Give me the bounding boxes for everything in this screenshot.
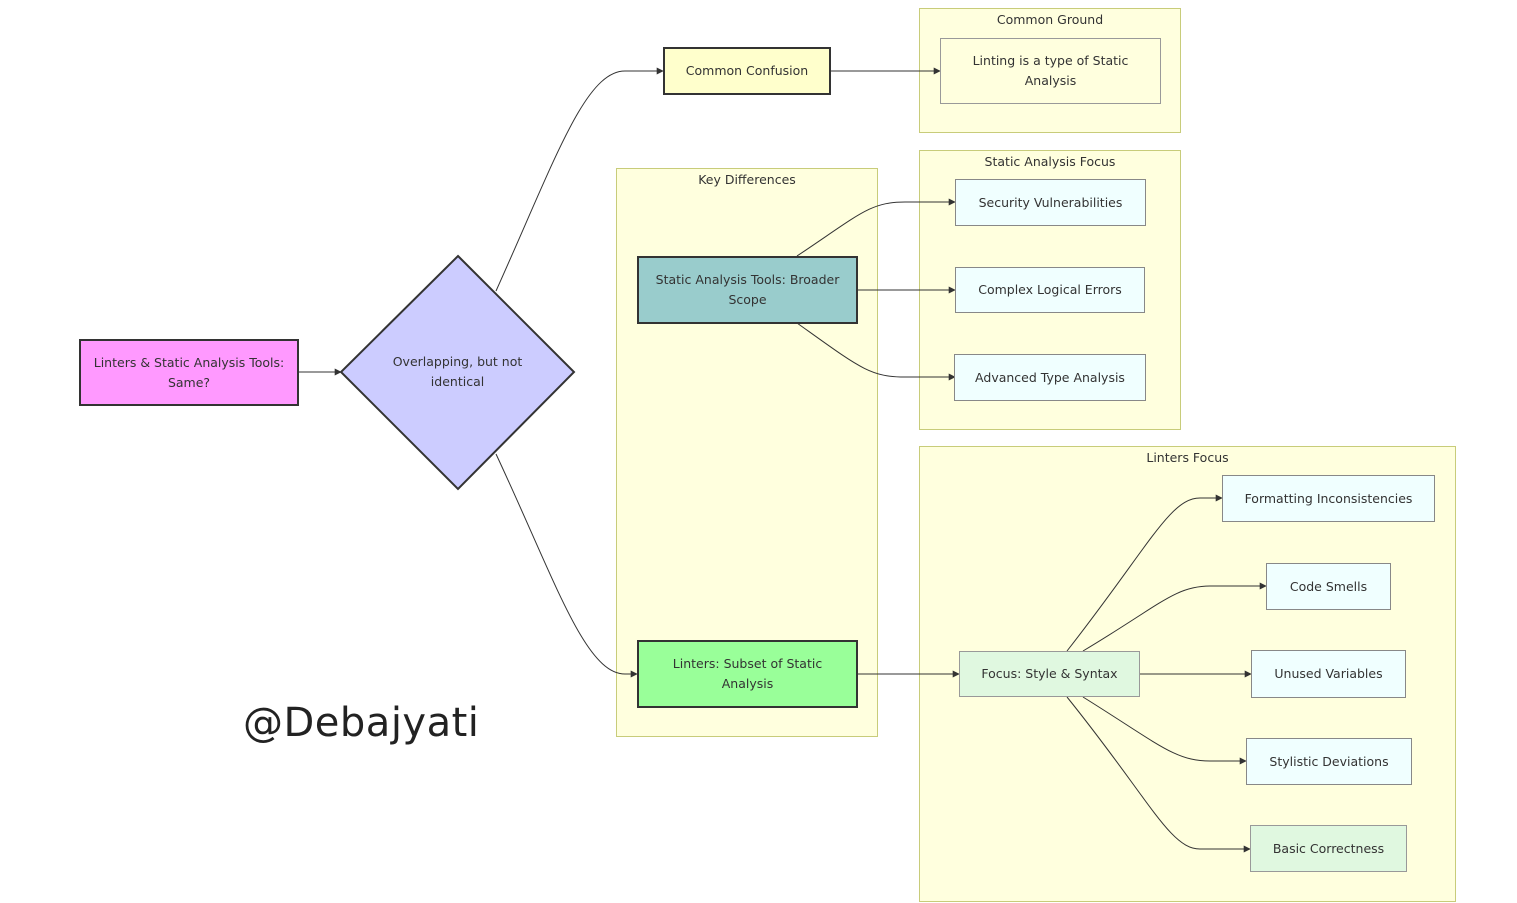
decision-node-label: Overlapping, but not identical <box>392 354 523 389</box>
cluster-title-linters-focus: Linters Focus <box>1146 450 1229 465</box>
start-node-label: Linters & Static Analysis Tools: Same? <box>93 354 285 390</box>
basic-correctness-node: Basic Correctness <box>1250 825 1407 872</box>
formatting-inconsistencies-label: Formatting Inconsistencies <box>1244 490 1413 506</box>
complex-logical-errors-label: Complex Logical Errors <box>978 282 1122 297</box>
complex-logical-errors-node: Complex Logical Errors <box>955 267 1145 313</box>
basic-correctness-label: Basic Correctness <box>1272 840 1385 856</box>
linting-type-label: Linting is a type of Static Analysis <box>972 53 1129 88</box>
linters-subset-node: Linters: Subset of Static Analysis <box>637 640 858 708</box>
stylistic-deviations-node: Stylistic Deviations <box>1246 738 1412 785</box>
linters-subset-label: Linters: Subset of Static Analysis <box>672 656 823 691</box>
edge-focus-to-correctness <box>1066 696 1251 853</box>
stylistic-deviations-label: Stylistic Deviations <box>1269 753 1389 769</box>
static-analysis-tools-node: Static Analysis Tools: Broader Scope <box>637 256 858 324</box>
code-smells-label: Code Smells <box>1289 578 1368 594</box>
unused-variables-label: Unused Variables <box>1274 666 1383 681</box>
edge-decision-to-confusion <box>495 67 664 292</box>
unused-variables-node: Unused Variables <box>1251 650 1406 698</box>
cluster-title-static-analysis-focus: Static Analysis Focus <box>984 154 1116 169</box>
advanced-type-analysis-label: Advanced Type Analysis <box>975 369 1125 385</box>
formatting-inconsistencies-node: Formatting Inconsistencies <box>1222 475 1435 522</box>
edge-static-to-security <box>796 198 956 257</box>
edge-decision-to-linters <box>495 453 638 678</box>
focus-style-syntax-node: Focus: Style & Syntax <box>959 651 1140 697</box>
advanced-type-analysis-node: Advanced Type Analysis <box>954 354 1146 401</box>
static-analysis-tools-label: Static Analysis Tools: Broader Scope <box>655 272 840 307</box>
common-confusion-node: Common Confusion <box>663 47 831 95</box>
cluster-title-key-differences: Key Differences <box>698 172 796 187</box>
code-smells-node: Code Smells <box>1266 563 1391 610</box>
focus-style-syntax-label: Focus: Style & Syntax <box>981 666 1118 681</box>
author-watermark: @Debajyati <box>243 700 480 746</box>
edge-focus-to-stylistic <box>1082 696 1247 765</box>
decision-diamond <box>339 254 576 491</box>
security-vulnerabilities-label: Security Vulnerabilities <box>978 194 1123 210</box>
cluster-title-common-ground: Common Ground <box>996 12 1104 27</box>
edge-static-to-type-analysis <box>796 322 956 381</box>
start-node: Linters & Static Analysis Tools: Same? <box>79 339 299 406</box>
linting-type-node: Linting is a type of Static Analysis <box>940 38 1161 104</box>
edge-focus-to-formatting <box>1066 494 1223 652</box>
edge-focus-to-smells <box>1082 582 1267 652</box>
common-confusion-label: Common Confusion <box>685 63 809 78</box>
security-vulnerabilities-node: Security Vulnerabilities <box>955 179 1146 226</box>
